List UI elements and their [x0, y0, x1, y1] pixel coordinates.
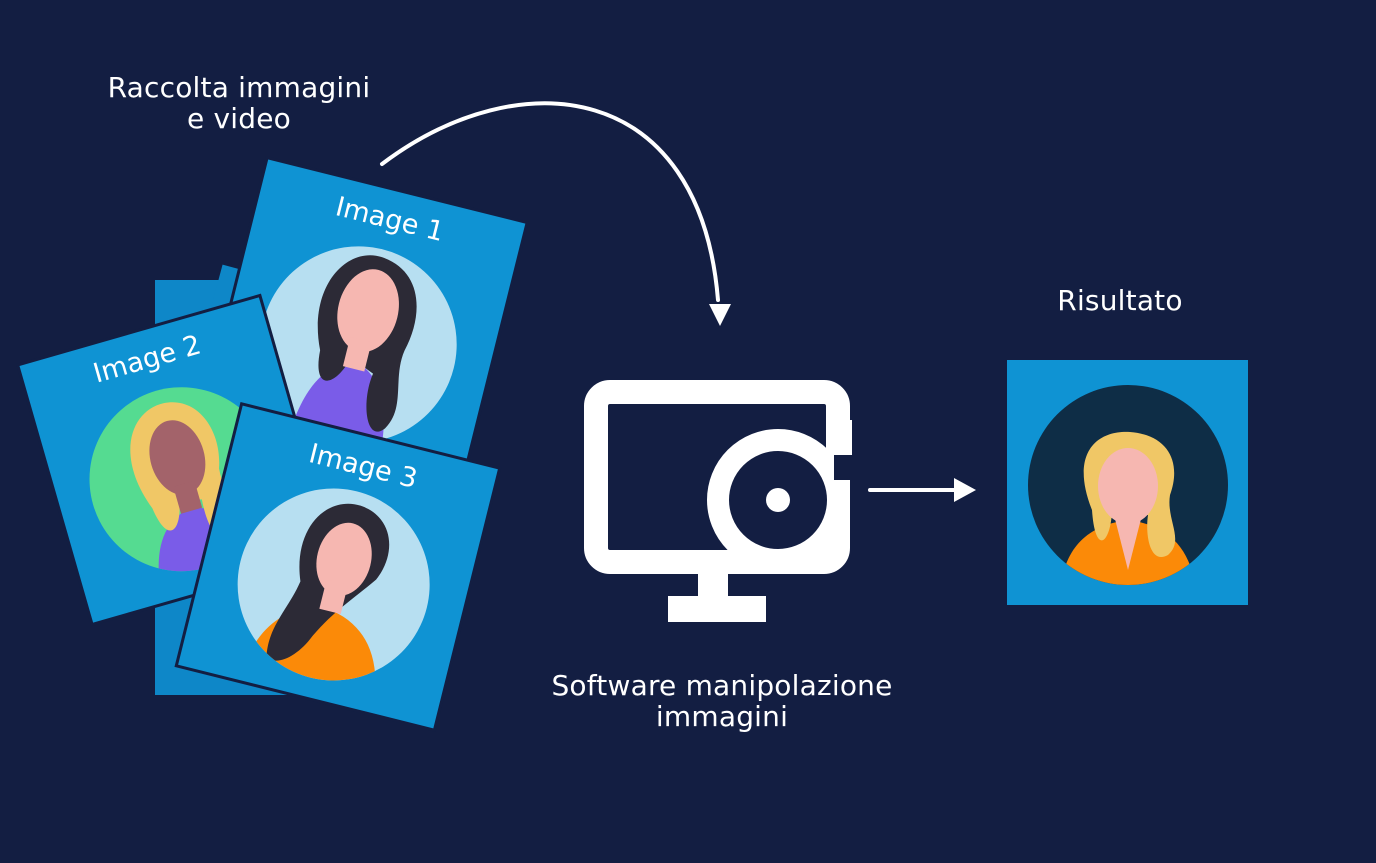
monitor-magnifier-icon: [584, 380, 852, 622]
avatar-woman-3: [237, 488, 430, 701]
result-label-text: Risultato: [1057, 284, 1183, 317]
software-label-line2: immagini: [655, 700, 789, 733]
curved-arrow-icon: [380, 101, 731, 326]
collection-label-line2: e video: [186, 102, 291, 135]
software-label-line1: Software manipolazione: [551, 669, 893, 702]
avatar-woman-result: [1060, 431, 1196, 585]
collection-label: Raccolta immagini e video: [80, 72, 398, 134]
avatar-woman-1: [260, 246, 457, 463]
result-label: Risultato: [1020, 285, 1220, 316]
image-card-3: Image 3: [174, 402, 502, 732]
software-label: Software manipolazione immagini: [520, 670, 924, 732]
result-card: [1007, 360, 1248, 605]
collection-label-line1: Raccolta immagini: [107, 71, 371, 104]
right-arrow-icon: [868, 478, 976, 502]
